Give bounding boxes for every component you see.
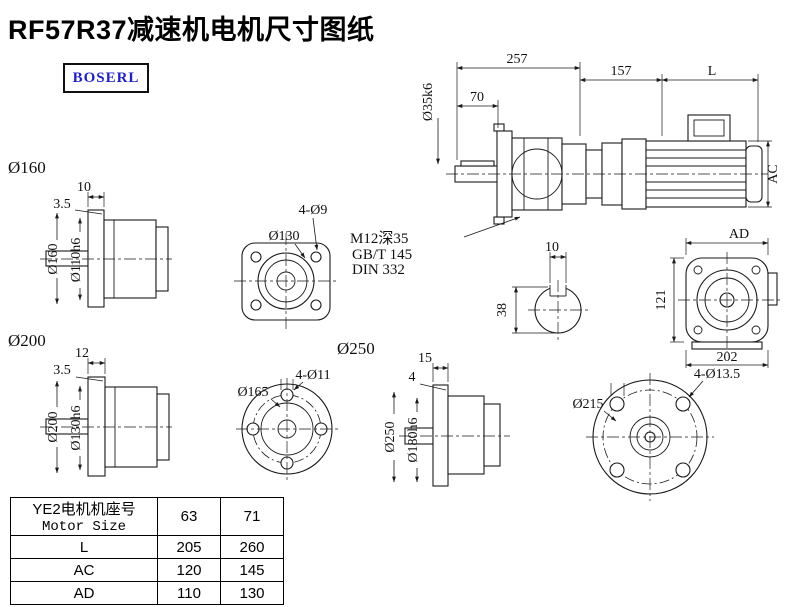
dim-shaft-dia: Ø35k6 <box>421 83 436 121</box>
note-tap-m12: M12深35 <box>350 230 408 247</box>
table-cell-AD-63: 110 <box>157 581 221 605</box>
dim-160-flange-thk: 10 <box>77 180 91 195</box>
table-size-col-71: 71 <box>220 497 284 536</box>
dim-bolt-circle-165: Ø165 <box>237 385 268 400</box>
dim-121: 121 <box>654 290 669 311</box>
table-cell-AD-71: 130 <box>220 581 284 605</box>
table-cell-L-label: L <box>10 535 158 559</box>
dim-160-spigot-depth: 3.5 <box>53 197 71 212</box>
dim-250-flange-od: Ø250 <box>383 421 398 452</box>
flange200-side-view: 12 3.5 Ø200 Ø130h6 <box>40 346 172 477</box>
main-assembly-view: 257 70 157 L Ø35k6 AC M12深35 GB/T 145 DI… <box>350 52 781 278</box>
dim-holes-4x13-5: 4-Ø13.5 <box>694 367 740 382</box>
table-row-AD: AD 110 130 <box>10 581 284 605</box>
table-row-L: L 205 260 <box>10 535 284 559</box>
dim-200-spigot-dia: Ø130h6 <box>69 405 84 450</box>
dim-250-spigot-dia: Ø180h6 <box>406 417 421 462</box>
dim-250-flange-thk: 15 <box>418 351 432 366</box>
note-gbt145: GB/T 145 <box>352 247 412 263</box>
dim-200-spigot-depth: 3.5 <box>53 363 71 378</box>
table-cell-AC-71: 145 <box>220 558 284 582</box>
label-flange250-view: Ø250 <box>337 339 375 358</box>
dim-L: L <box>708 64 717 79</box>
flange200-front-view: Ø165 4-Ø11 <box>236 368 338 480</box>
dim-key-height-38: 38 <box>495 303 510 317</box>
table-cell-L-71: 260 <box>220 535 284 559</box>
output-shaft-section-view: 10 38 <box>495 240 588 340</box>
dim-holes-4x9: 4-Ø9 <box>299 203 328 218</box>
flange160-side-view: 10 3.5 Ø160 Ø110h6 <box>40 180 172 308</box>
label-flange160-view: Ø160 <box>8 158 46 177</box>
dim-bolt-circle-215: Ø215 <box>572 397 603 412</box>
motor-rear-view: AD 121 202 <box>654 227 780 368</box>
dim-key-width-10: 10 <box>545 240 559 255</box>
table-header-en: Motor Size <box>41 519 126 535</box>
dim-70: 70 <box>470 90 484 105</box>
dim-bolt-circle-130: Ø130 <box>268 229 299 244</box>
flange160-front-view: Ø130 4-Ø9 <box>234 203 338 329</box>
dim-160-spigot-dia: Ø110h6 <box>69 238 84 283</box>
flange250-front-view: Ø215 4-Ø13.5 <box>572 367 740 501</box>
dim-200-flange-thk: 12 <box>75 346 89 361</box>
dim-AC: AC <box>766 164 781 183</box>
dim-157: 157 <box>611 64 632 79</box>
dim-AD: AD <box>729 227 749 242</box>
table-header-cell: YE2电机机座号 Motor Size <box>10 497 158 536</box>
dim-200-flange-od: Ø200 <box>46 411 61 442</box>
table-cell-AC-63: 120 <box>157 558 221 582</box>
table-row-AC: AC 120 145 <box>10 558 284 582</box>
dim-202: 202 <box>717 350 738 365</box>
note-din332: DIN 332 <box>352 262 405 278</box>
label-flange200-view: Ø200 <box>8 331 46 350</box>
flange250-side-view: 15 4 Ø250 Ø180h6 <box>383 351 510 487</box>
logo-boserl: BOSERL <box>63 63 149 93</box>
table-size-col-63: 63 <box>157 497 221 536</box>
table-header-cn: YE2电机机座号 <box>32 501 136 518</box>
table-cell-L-63: 205 <box>157 535 221 559</box>
dim-250-spigot-depth: 4 <box>409 370 416 385</box>
dim-257: 257 <box>507 52 528 67</box>
table-cell-AD-label: AD <box>10 581 158 605</box>
motor-size-table: YE2电机机座号 Motor Size 63 71 L 205 260 AC 1… <box>10 497 284 605</box>
dim-160-flange-od: Ø160 <box>46 243 61 274</box>
table-cell-AC-label: AC <box>10 558 158 582</box>
page-title: RF57R37减速机电机尺寸图纸 <box>8 15 375 45</box>
dim-holes-4x11: 4-Ø11 <box>295 368 330 383</box>
table-header-row: YE2电机机座号 Motor Size 63 71 <box>10 497 284 536</box>
